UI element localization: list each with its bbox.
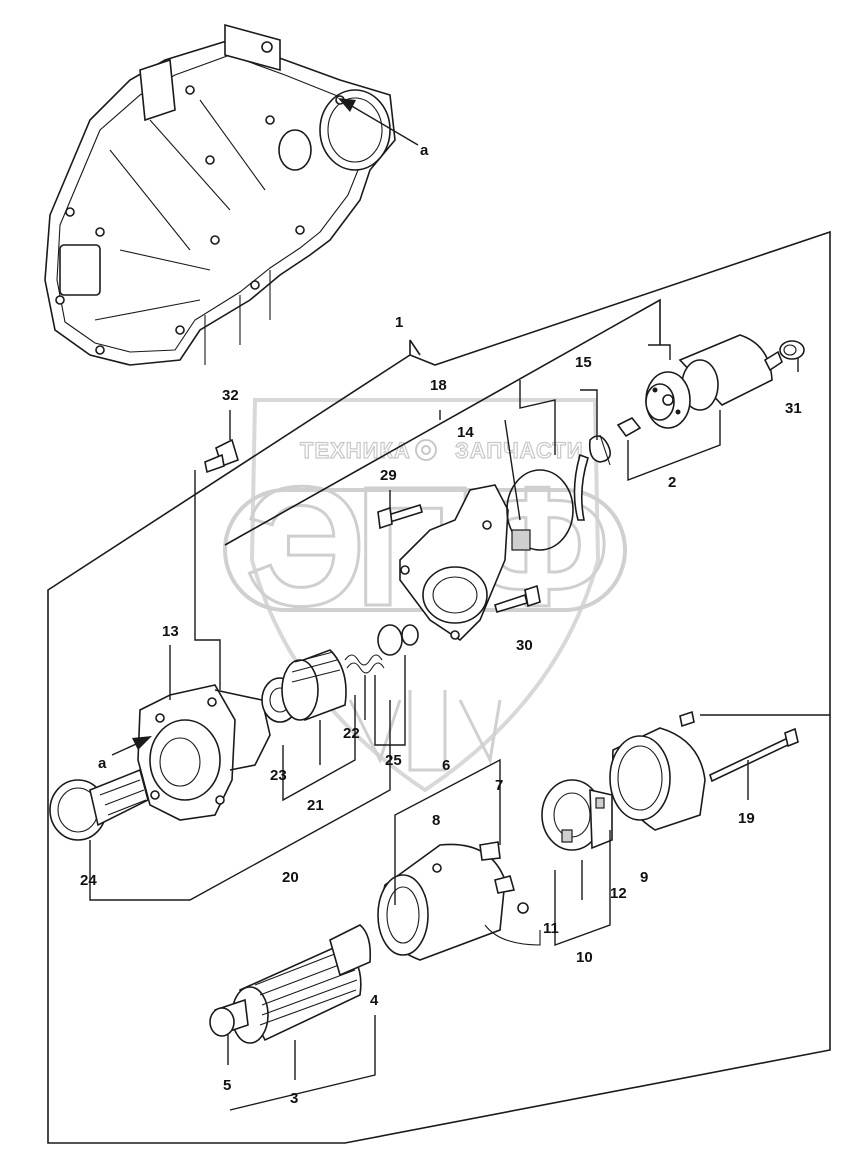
- callout-5: 5: [223, 1077, 231, 1094]
- callout-14: 14: [457, 424, 474, 441]
- stop-ring: [377, 624, 419, 656]
- callout-25: 25: [385, 752, 402, 769]
- callout-19: 19: [738, 810, 755, 827]
- callout-20: 20: [282, 869, 299, 886]
- callout-21: 21: [307, 797, 324, 814]
- arrow-a-top: [338, 98, 419, 146]
- callout-24: 24: [80, 872, 97, 889]
- gasket: [214, 689, 271, 771]
- assembly-frame: [47, 230, 831, 1144]
- callout-a-left: a: [98, 755, 107, 772]
- callout-12: 12: [610, 885, 627, 902]
- callout-11: 11: [543, 920, 559, 937]
- flywheel-housing: [44, 23, 396, 366]
- rubber-block: [511, 529, 531, 551]
- assembly-frame-18: [224, 298, 661, 546]
- callout-3: 3: [290, 1090, 298, 1107]
- screw-small: [679, 710, 695, 728]
- bolt-30: [494, 584, 541, 613]
- callout-32: 32: [222, 387, 239, 404]
- callout-1: 1: [395, 314, 403, 331]
- callout-22: 22: [343, 725, 360, 742]
- callout-8: 8: [432, 812, 440, 829]
- callout-23: 23: [270, 767, 287, 784]
- callout-10: 10: [576, 949, 593, 966]
- callout-30: 30: [516, 637, 533, 654]
- callout-15: 15: [575, 354, 592, 371]
- callout-7: 7: [495, 777, 503, 794]
- front-bracket: [137, 684, 236, 821]
- drive-housing: [399, 484, 509, 642]
- pinion-gear: [49, 768, 149, 841]
- overrunning-clutch: [281, 649, 347, 722]
- arrow-a-left: [111, 736, 152, 756]
- callout-13: 13: [162, 623, 179, 640]
- callout-18: 18: [430, 377, 447, 394]
- callout-29: 29: [380, 467, 397, 484]
- watermark-right-word: ЗАПЧАСТИ: [455, 438, 584, 463]
- callout-6: 6: [442, 757, 450, 774]
- armature: [209, 924, 372, 1044]
- shift-lever: [573, 434, 611, 521]
- callout-4: 4: [370, 992, 379, 1009]
- brush-holder: [541, 779, 613, 851]
- spring: [344, 654, 385, 674]
- yoke-field-frame: [377, 841, 541, 961]
- callouts: 1 2 3 4 5 6 7 8 9 10 11 12 13 14 15 18 1…: [80, 142, 802, 1107]
- gear-icon: [415, 439, 437, 461]
- callout-a-top: a: [420, 142, 429, 159]
- bolt-32: [204, 438, 239, 474]
- rear-cover: [609, 727, 706, 831]
- o-ring: [506, 469, 574, 551]
- callout-9: 9: [640, 869, 648, 886]
- through-bolt: [709, 727, 799, 783]
- callout-2: 2: [668, 474, 676, 491]
- bolt-29: [377, 503, 423, 530]
- callout-31: 31: [785, 400, 802, 417]
- terminal-cap: [779, 340, 805, 360]
- solenoid-switch: [616, 334, 783, 438]
